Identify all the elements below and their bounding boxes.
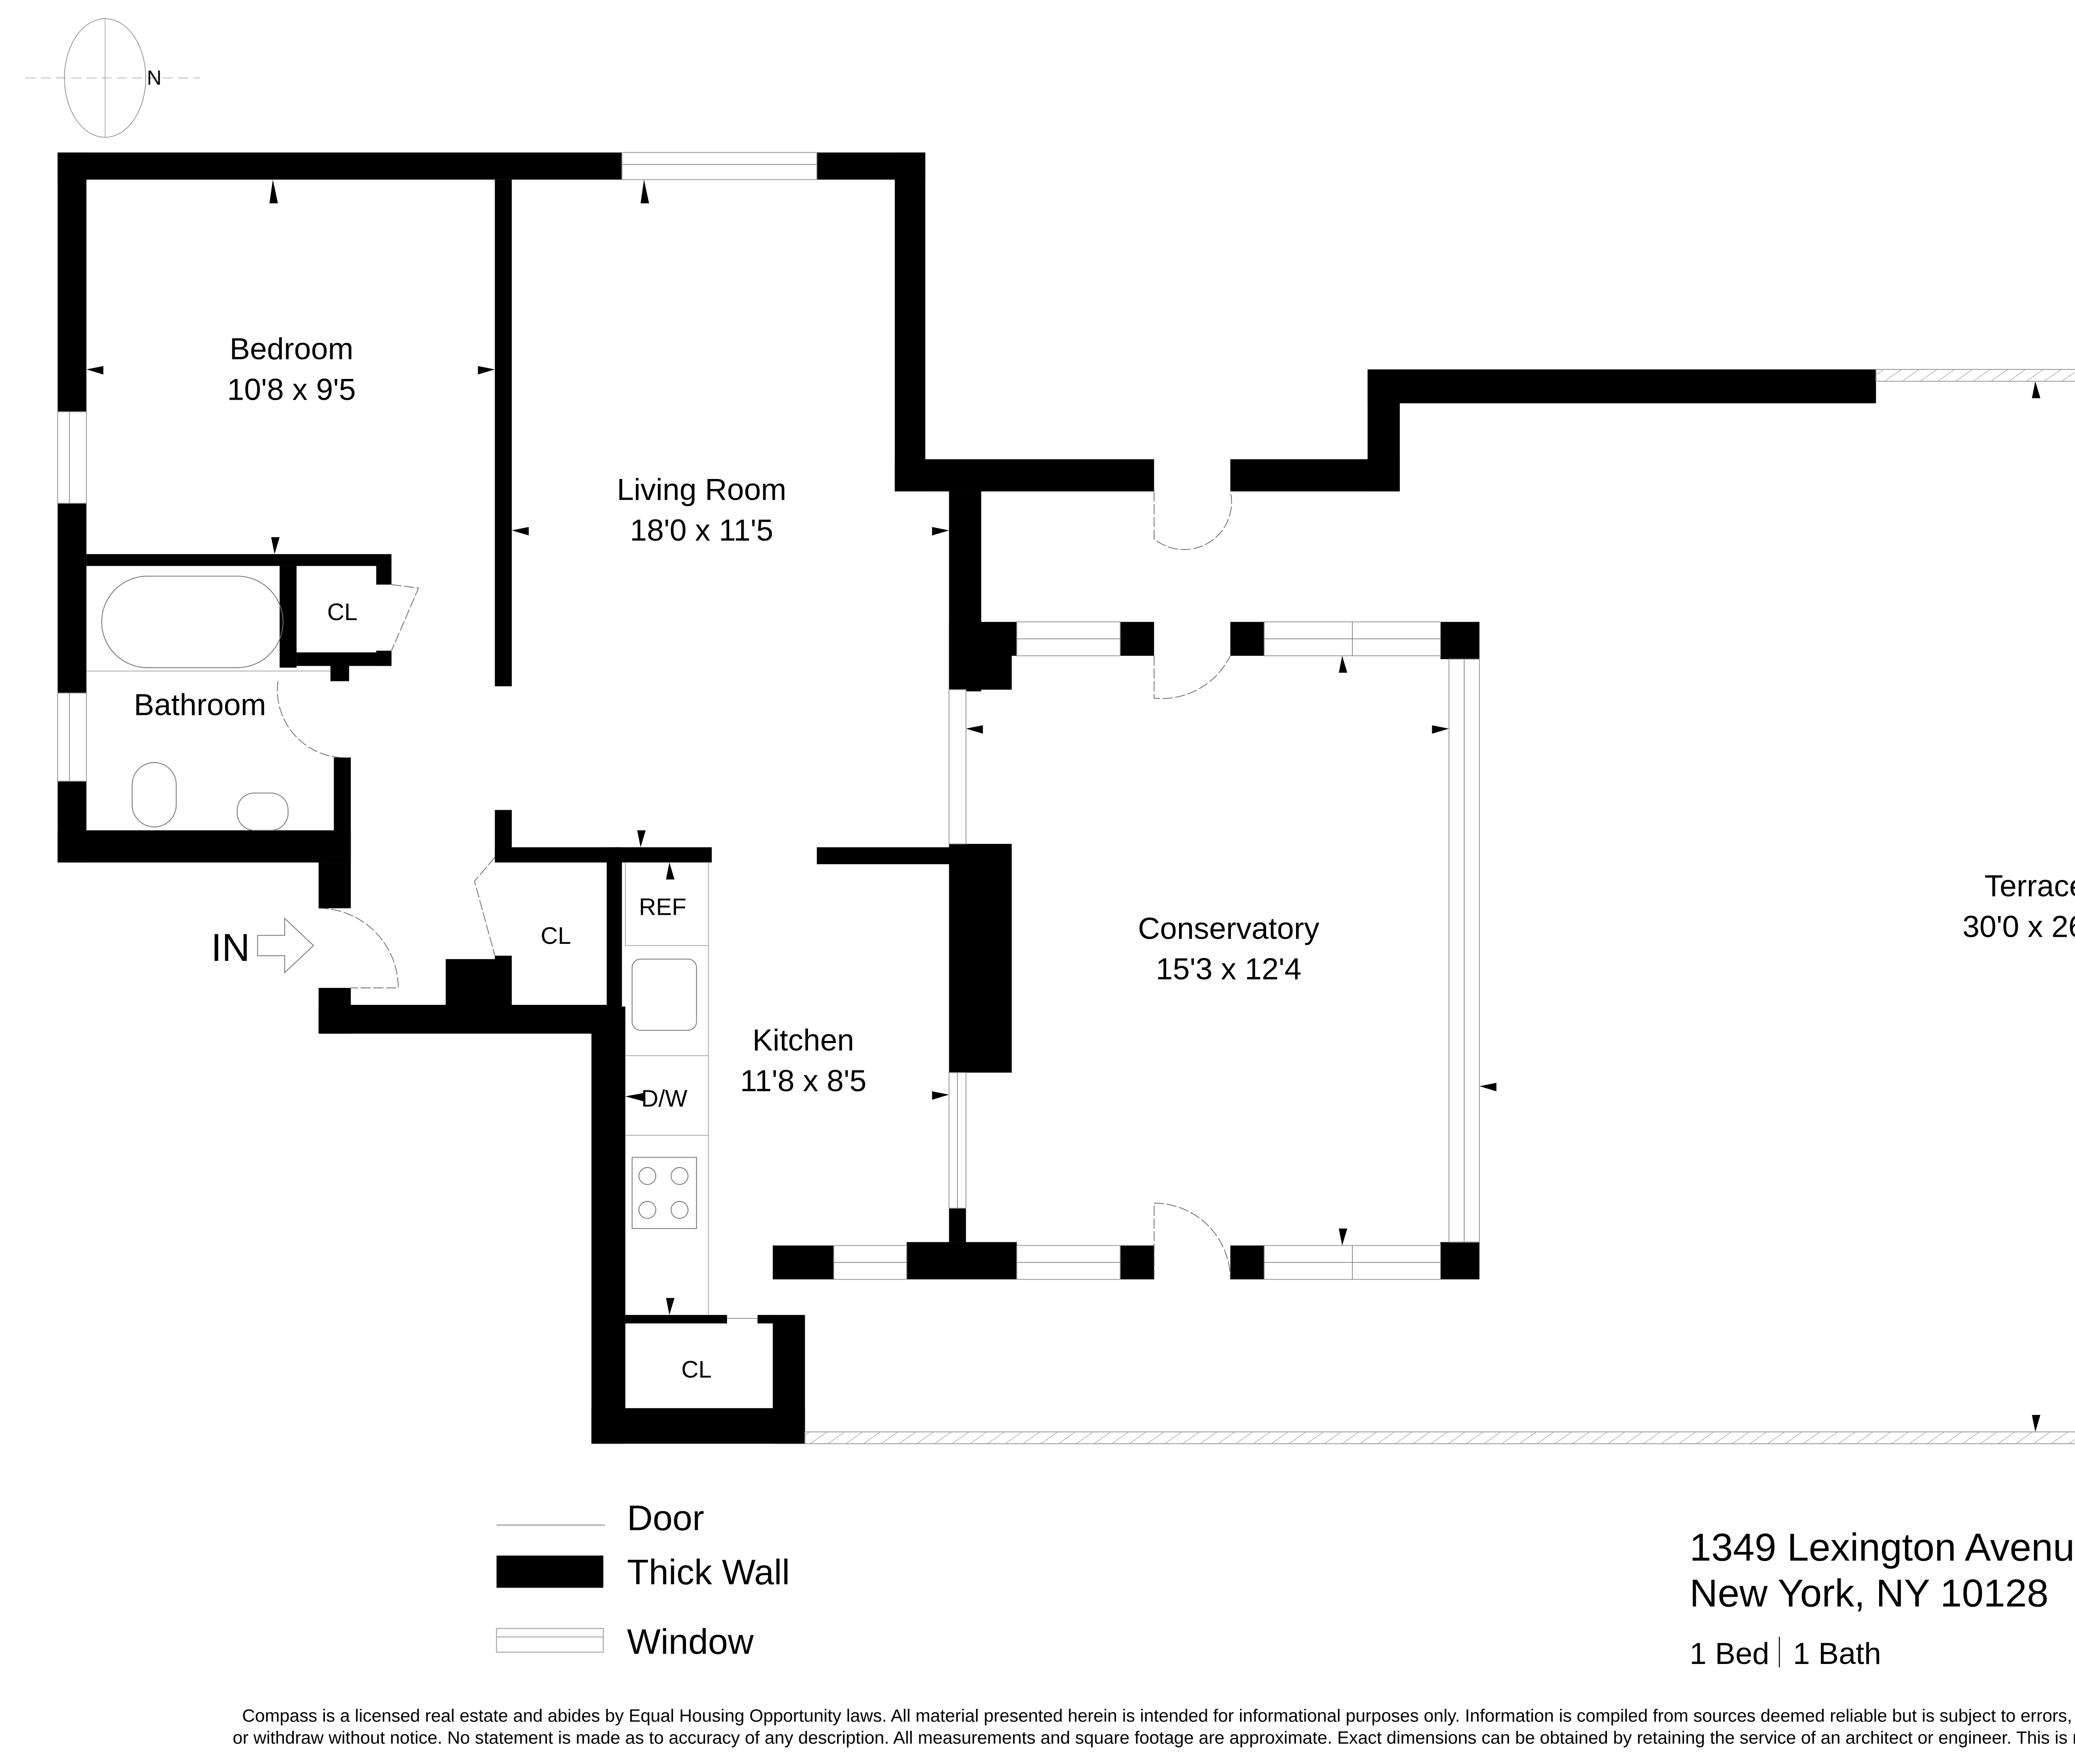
fixture-dw-label: D/W [641,1085,687,1112]
closet-label-kitchen: CL [681,1356,712,1383]
walls [57,152,1876,1444]
fixture-ref-label: REF [639,894,686,921]
stove-icon [632,1157,697,1229]
room-name-bedroom: Bedroom [229,332,353,366]
disclaimer-line-2: or withdraw without notice. No statement… [233,1728,2075,1748]
windows [57,152,1480,1280]
room-name-bathroom: Bathroom [134,687,266,722]
closet-label-entry: CL [541,923,571,949]
room-dims-living-room: 18'0 x 11'5 [630,513,773,547]
legend-door-label: Door [627,1498,704,1538]
bathtub-icon [101,576,283,668]
room-dims-bedroom: 10'8 x 9'5 [227,372,356,407]
toilet-icon [132,762,177,828]
room-dims-conservatory: 15'3 x 12'4 [1156,952,1301,986]
legend-thick-wall-swatch [496,1555,603,1588]
legend-thick-wall-label: Thick Wall [627,1552,790,1592]
entry-arrow-icon [257,917,314,974]
address-line-1: 1349 Lexington Avenue Apt. Ph2 [1689,1525,2075,1569]
legend: Door Thick Wall Window [496,1498,790,1662]
room-dims-terrace: 30'0 x 26'6 [1963,909,2075,944]
beds-count: 1 Bed [1689,1636,1769,1671]
room-name-conservatory: Conservatory [1138,911,1319,946]
room-dims-kitchen: 11'8 x 8'5 [740,1063,867,1098]
room-name-living-room: Living Room [617,472,786,506]
baths-count: 1 Bath [1793,1636,1881,1671]
sink-icon [237,792,289,831]
entry-label: IN [211,926,250,969]
compass-rose-icon: N [25,18,200,138]
fixtures [86,576,709,1315]
doors [277,491,1232,1319]
legend-window-swatch [496,1628,604,1653]
compass-north-label: N [147,67,161,89]
disclaimer-line-1: Compass is a licensed real estate and ab… [242,1706,2075,1726]
room-name-kitchen: Kitchen [752,1023,854,1057]
kitchen-sink-icon [632,958,697,1031]
dimension-arrows [86,179,2041,1432]
legend-window-label: Window [627,1622,754,1662]
room-name-terrace: Terrace [1985,869,2075,903]
terrace-railing [804,369,2075,1444]
address-line-2: New York, NY 10128 [1689,1571,2048,1615]
closet-label-bath: CL [327,599,357,625]
